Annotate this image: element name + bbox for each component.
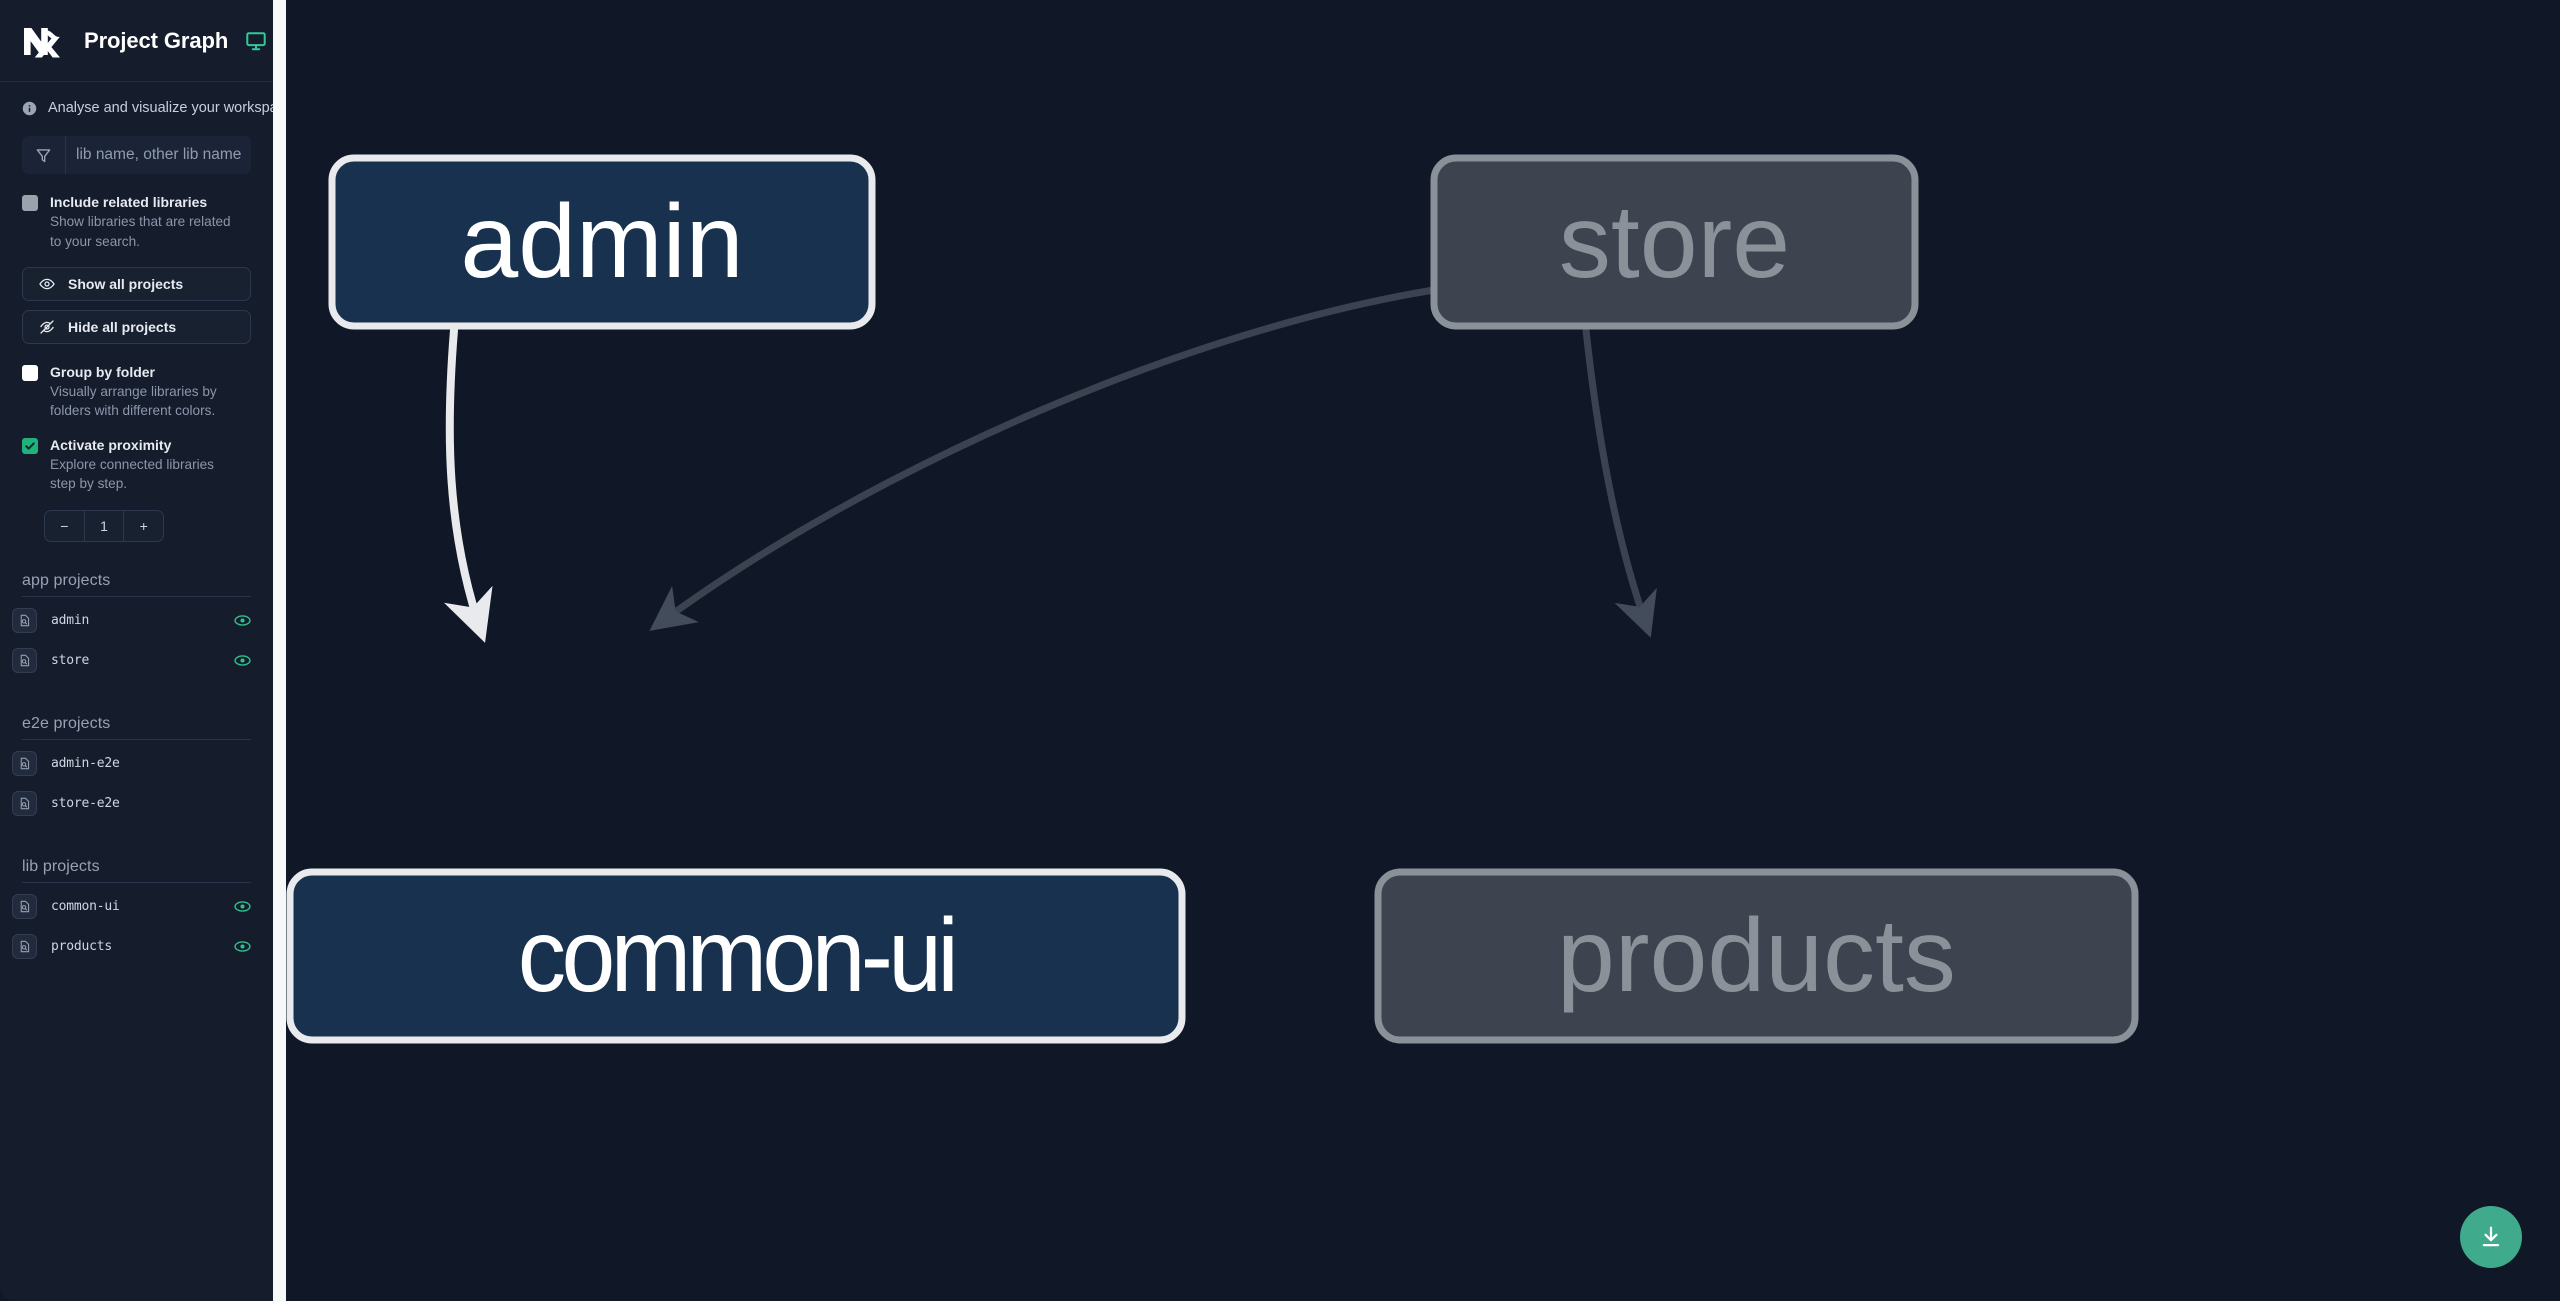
option-description: Show libraries that are related to your … xyxy=(50,214,231,249)
info-icon xyxy=(22,101,37,116)
download-icon xyxy=(2482,1226,2500,1247)
project-group-e2e-projects: e2e projects admin-e2e store-e2e xyxy=(0,715,273,824)
show-all-projects-label: Show all projects xyxy=(68,275,184,292)
option-include-related-libraries[interactable]: Include related libraries Show libraries… xyxy=(0,174,273,251)
proximity-stepper[interactable]: − 1 + xyxy=(44,509,164,542)
visibility-buttons: Show all projects Hide all projects xyxy=(0,251,273,344)
option-group-by-folder[interactable]: Group by folder Visually arrange librari… xyxy=(0,344,273,421)
eye-off-icon xyxy=(40,320,54,334)
check-icon xyxy=(25,442,35,450)
project-row-store[interactable]: store xyxy=(0,641,273,681)
project-visibility-eye-icon[interactable] xyxy=(234,938,251,955)
option-description: Visually arrange libraries by folders wi… xyxy=(50,384,217,419)
project-name: store-e2e xyxy=(51,796,120,812)
sidebar-header: Project Graph xyxy=(0,0,273,82)
graph-node-store[interactable] xyxy=(1430,154,1919,330)
project-group-app-projects: app projects admin store xyxy=(0,572,273,681)
search-area xyxy=(0,130,273,174)
graph-node-common-ui[interactable] xyxy=(286,868,1186,1044)
project-list[interactable]: app projects admin store e2e projects admin-… xyxy=(0,542,273,1301)
group-by-folder-checkbox[interactable] xyxy=(22,364,38,381)
project-file-icon xyxy=(12,608,37,634)
project-name: admin xyxy=(51,613,90,629)
project-row-admin[interactable]: admin xyxy=(0,601,273,641)
divider xyxy=(22,595,251,597)
graph-edge-admin-to-common-ui xyxy=(444,326,493,643)
project-row-common-ui[interactable]: common-ui xyxy=(0,887,273,927)
graph-edge-store-to-products xyxy=(1582,326,1657,638)
project-group-title: lib projects xyxy=(22,857,100,875)
project-file-icon xyxy=(12,791,37,817)
project-visibility-eye-icon[interactable] xyxy=(234,898,251,915)
activate-proximity-checkbox[interactable] xyxy=(22,437,38,454)
graph-edges xyxy=(444,286,1657,643)
show-all-projects-button[interactable]: Show all projects xyxy=(22,266,251,301)
eye-icon xyxy=(39,278,55,290)
option-label: Activate proximity xyxy=(50,436,172,453)
project-group-title: e2e projects xyxy=(22,714,111,732)
sidebar: Project Graph Analyse and visualize your… xyxy=(0,0,273,1301)
page-title: Project Graph xyxy=(84,27,229,53)
divider xyxy=(22,881,251,883)
project-file-icon xyxy=(12,934,37,960)
monitor-icon[interactable] xyxy=(245,30,267,52)
project-file-icon xyxy=(12,894,37,920)
proximity-increment-button[interactable]: + xyxy=(123,510,163,541)
option-texts: Activate proximity Explore connected lib… xyxy=(50,435,242,494)
graph-nodes[interactable] xyxy=(286,154,2139,1044)
graph-node-products[interactable] xyxy=(1374,868,2139,1044)
option-texts: Include related libraries Show libraries… xyxy=(50,192,242,251)
tagline-text: Analyse and visualize your workspace. xyxy=(48,100,273,116)
project-name: products xyxy=(51,939,113,955)
divider xyxy=(22,738,251,740)
project-file-icon xyxy=(12,751,37,777)
hide-all-projects-button[interactable]: Hide all projects xyxy=(22,309,251,344)
hide-all-projects-label: Hide all projects xyxy=(68,318,177,335)
project-group-title: app projects xyxy=(22,571,111,589)
project-row-store-e2e[interactable]: store-e2e xyxy=(0,784,273,824)
project-row-admin-e2e[interactable]: admin-e2e xyxy=(0,744,273,784)
project-name: store xyxy=(51,653,90,669)
project-visibility-eye-icon[interactable] xyxy=(234,652,251,669)
project-name: admin-e2e xyxy=(51,756,120,772)
option-activate-proximity[interactable]: Activate proximity Explore connected lib… xyxy=(0,421,273,494)
project-name: common-ui xyxy=(51,899,120,915)
include-related-libraries-checkbox[interactable] xyxy=(22,195,38,211)
graph-node-admin[interactable] xyxy=(328,154,876,330)
download-image-button[interactable] xyxy=(2460,1206,2522,1268)
nx-logo-icon xyxy=(22,24,64,58)
funnel-icon xyxy=(22,136,66,174)
search-input[interactable] xyxy=(66,136,251,174)
proximity-value: 1 xyxy=(83,510,124,541)
graph-edge-store-to-common-ui xyxy=(649,286,1438,631)
project-row-products[interactable]: products xyxy=(0,927,273,967)
sidebar-divider[interactable] xyxy=(273,0,286,1301)
project-group-lib-projects: lib projects common-ui products xyxy=(0,858,273,967)
proximity-decrement-button[interactable]: − xyxy=(60,517,69,534)
option-label: Group by folder xyxy=(50,363,155,380)
tagline: Analyse and visualize your workspace. xyxy=(0,82,273,130)
project-visibility-eye-icon[interactable] xyxy=(234,612,251,629)
option-label: Include related libraries xyxy=(50,194,208,210)
option-description: Explore connected libraries step by step… xyxy=(50,457,214,492)
project-file-icon xyxy=(12,648,37,674)
search-box[interactable] xyxy=(22,136,251,174)
option-texts: Group by folder Visually arrange librari… xyxy=(50,362,242,421)
